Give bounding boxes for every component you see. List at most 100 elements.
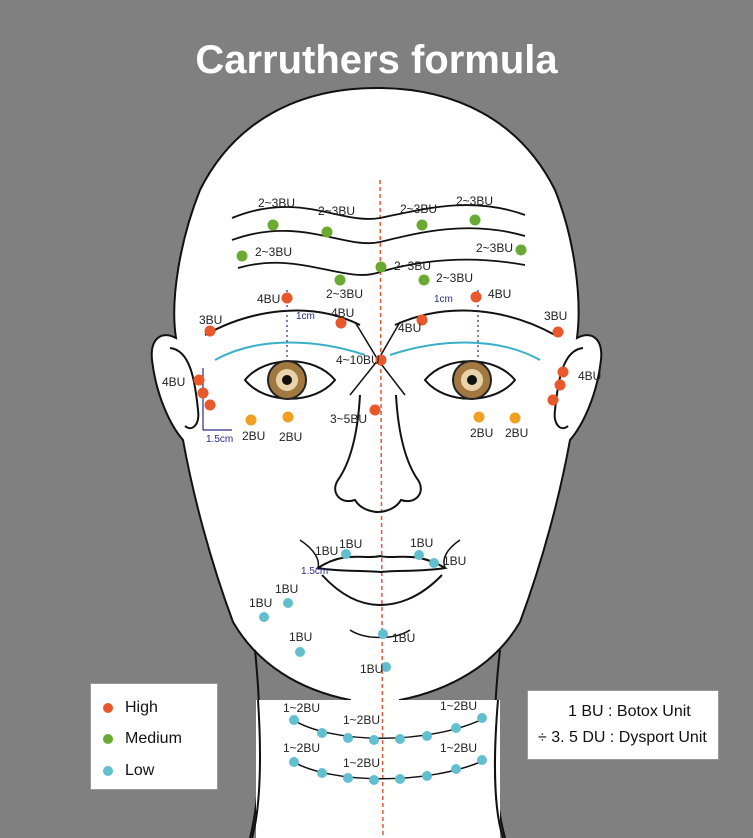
dose-label: 1BU	[392, 631, 415, 645]
dose-label: 2~3BU	[476, 241, 513, 255]
dose-label: 2~3BU	[255, 245, 292, 259]
injection-point-high	[205, 326, 216, 337]
injection-point-high	[471, 292, 482, 303]
dose-label: 1BU	[249, 596, 272, 610]
injection-point-medium	[335, 275, 346, 286]
injection-point-high	[558, 367, 569, 378]
dose-label: 1BU	[360, 662, 383, 676]
page-title: Carruthers formula	[0, 38, 753, 83]
dose-label: 3BU	[544, 309, 567, 323]
injection-point-medium	[322, 227, 333, 238]
dose-label: 1BU	[410, 536, 433, 550]
dose-label: 4BU	[488, 287, 511, 301]
dose-label: 1~2BU	[440, 699, 477, 713]
dose-label: 2~3BU	[258, 196, 295, 210]
dose-label: 1~2BU	[283, 741, 320, 755]
injection-point-low	[283, 598, 293, 608]
injection-point-high	[548, 395, 559, 406]
dose-label: 2BU	[242, 429, 265, 443]
injection-point-low	[295, 647, 305, 657]
injection-point-low	[414, 550, 424, 560]
injection-point-high	[474, 412, 485, 423]
dose-label: 2BU	[505, 426, 528, 440]
legend-item-high: High	[103, 698, 158, 718]
dose-label: 1~2BU	[440, 741, 477, 755]
injection-point-high	[555, 380, 566, 391]
injection-point-high	[246, 415, 257, 426]
legend-dot-icon	[103, 703, 113, 713]
distance-label: 1cm	[296, 311, 315, 322]
injection-point-high	[370, 405, 381, 416]
dose-label: 1~2BU	[343, 756, 380, 770]
injection-point-low	[317, 768, 327, 778]
injection-point-low	[395, 774, 405, 784]
dose-label: 2~3BU	[400, 202, 437, 216]
injection-point-medium	[419, 275, 430, 286]
injection-point-high	[282, 293, 293, 304]
distance-label: 1.5cm	[206, 434, 233, 445]
dose-label: 1~2BU	[343, 713, 380, 727]
distance-label: 1cm	[434, 294, 453, 305]
dose-label: 4BU	[578, 369, 601, 383]
injection-point-low	[369, 735, 379, 745]
injection-point-high	[205, 400, 216, 411]
injection-point-low	[451, 723, 461, 733]
dose-label: 1BU	[315, 544, 338, 558]
legend-dot-icon	[103, 734, 113, 744]
injection-point-low	[378, 629, 388, 639]
injection-point-low	[422, 771, 432, 781]
injection-point-low	[395, 734, 405, 744]
injection-point-low	[317, 728, 327, 738]
injection-point-high	[553, 327, 564, 338]
injection-point-high	[283, 412, 294, 423]
dose-label: 4BU	[162, 375, 185, 389]
legend-item-medium: Medium	[103, 729, 182, 749]
legend-label: Medium	[125, 730, 182, 748]
injection-point-low	[289, 757, 299, 767]
dose-label: 1BU	[275, 582, 298, 596]
dose-label: 3~5BU	[330, 412, 367, 426]
dose-label: 3BU	[199, 313, 222, 327]
legend: High Medium Low	[90, 683, 218, 790]
dose-label: 2~3BU	[318, 204, 355, 218]
injection-point-low	[477, 713, 487, 723]
injection-point-medium	[376, 262, 387, 273]
injection-point-low	[429, 558, 439, 568]
dose-label: 2BU	[470, 426, 493, 440]
dose-label: 4~10BU	[336, 353, 380, 367]
legend-item-low: Low	[103, 761, 154, 781]
dose-label: 2~3BU	[436, 271, 473, 285]
injection-point-medium	[237, 251, 248, 262]
legend-label: Low	[125, 762, 154, 780]
units-line-botox: 1 BU : Botox Unit	[568, 703, 691, 721]
injection-point-low	[477, 755, 487, 765]
injection-point-high	[194, 375, 205, 386]
dose-label: 4BU	[331, 306, 354, 320]
dose-label: 4BU	[398, 321, 421, 335]
injection-point-high	[198, 388, 209, 399]
injection-point-medium	[417, 220, 428, 231]
dose-label: 1BU	[443, 554, 466, 568]
dose-label: 1BU	[289, 630, 312, 644]
legend-label: High	[125, 699, 158, 717]
distance-label: 1.5cm	[301, 566, 328, 577]
injection-point-medium	[268, 220, 279, 231]
injection-point-low	[451, 764, 461, 774]
injection-point-low	[343, 773, 353, 783]
injection-point-low	[422, 731, 432, 741]
dose-label: 2~3BU	[456, 194, 493, 208]
injection-point-medium	[516, 245, 527, 256]
dose-label: 2~3BU	[326, 287, 363, 301]
injection-point-high	[510, 413, 521, 424]
legend-dot-icon	[103, 766, 113, 776]
injection-point-low	[289, 715, 299, 725]
injection-point-low	[369, 775, 379, 785]
dose-label: 4BU	[257, 292, 280, 306]
injection-point-low	[343, 733, 353, 743]
dose-label: 1BU	[339, 537, 362, 551]
injection-point-medium	[470, 215, 481, 226]
dose-label: 1~2BU	[283, 701, 320, 715]
injection-point-low	[259, 612, 269, 622]
dose-label: 2BU	[279, 430, 302, 444]
